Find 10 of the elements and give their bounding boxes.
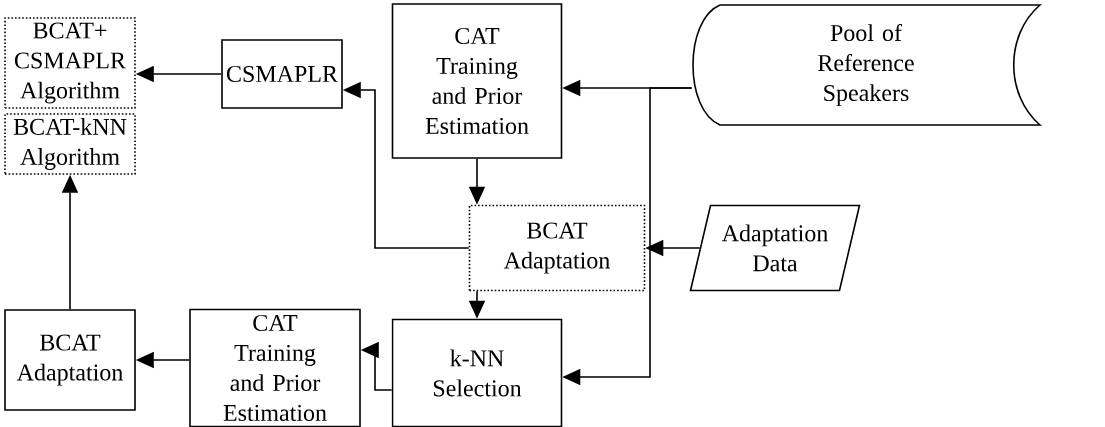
storage-drum: Pool of Reference Speakers [692,4,1041,126]
process-box: BCAT Adaptation [468,204,646,292]
algorithm-box: BCAT-kNN Algorithm [4,113,136,175]
process-box: CAT Training and Prior Estimation [391,3,563,159]
process-box: k-NN Selection [391,318,563,427]
process-box: CSMAPLR [221,39,343,109]
process-box: BCAT Adaptation [4,309,136,411]
data-parallelogram: Adaptation Data [689,204,861,292]
algorithm-box: BCAT+ CSMAPLR Algorithm [4,17,136,109]
process-box: CAT Training and Prior Estimation [189,308,361,427]
